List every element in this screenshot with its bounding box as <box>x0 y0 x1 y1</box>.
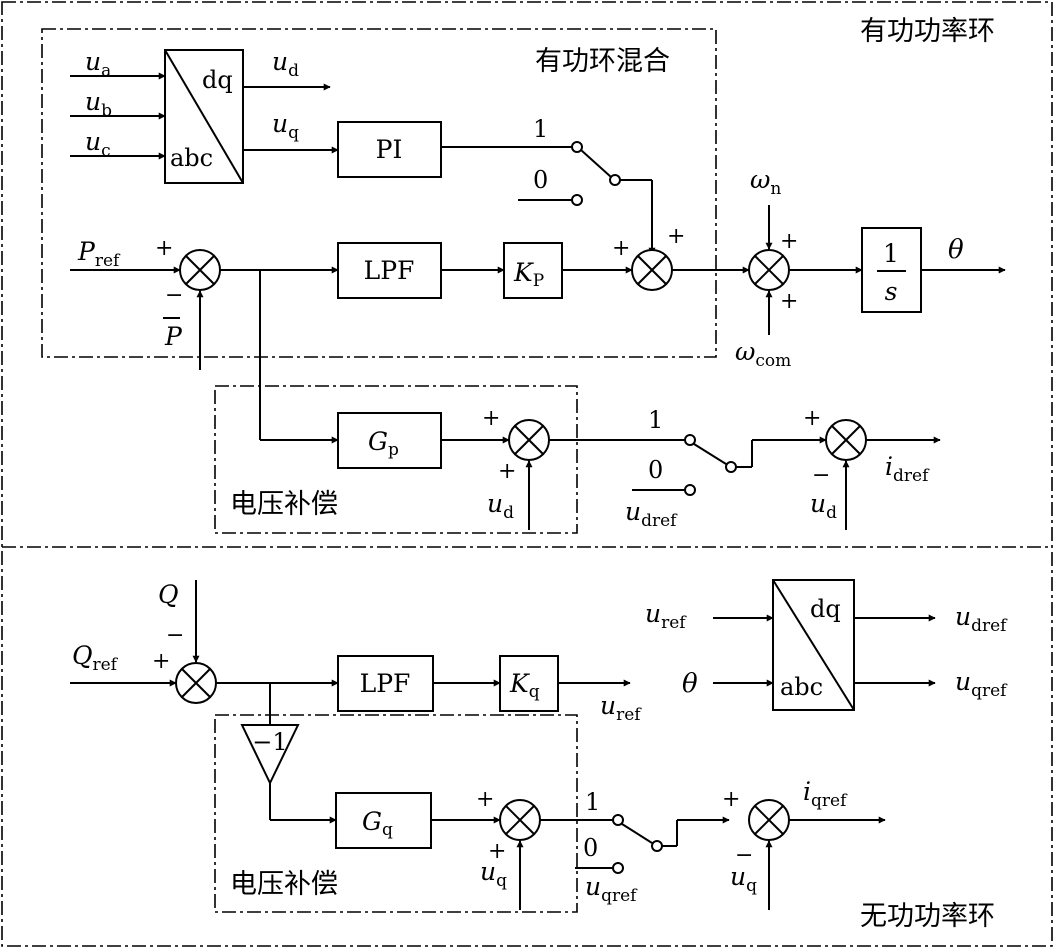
d-switch-0: 0 <box>648 456 663 484</box>
reactive-power-loop: Qref + Q − LPF Kq uref −1 <box>70 579 1008 910</box>
kq-label: Kq <box>509 669 540 702</box>
sum-junction-mix <box>631 249 673 291</box>
active-loop-label: 有功功率环 <box>860 16 995 47</box>
d-switch-1: 1 <box>648 406 663 434</box>
sum-junction-omega <box>748 249 790 291</box>
q-label: Q <box>158 580 179 609</box>
uref-in-label: uref <box>645 599 687 633</box>
pi-label: PI <box>376 135 403 164</box>
vcd-ud-label: ud <box>487 489 514 523</box>
id-minus: − <box>812 463 830 488</box>
vcd-plus-bottom: + <box>498 459 516 484</box>
uq-out-label: uq <box>272 109 299 143</box>
ud-out-label: ud <box>272 47 299 81</box>
mix-switch-0: 0 <box>533 166 548 194</box>
vcq-uq-label: uq <box>480 857 507 891</box>
q-switch: 1 0 uqref <box>575 788 730 906</box>
mix-switch: 1 0 <box>518 115 656 255</box>
vcd-plus-left: + <box>482 406 500 431</box>
pi-block: PI <box>337 121 442 178</box>
omega-n-label: ωn <box>750 165 781 199</box>
ub-label: ub <box>85 87 112 121</box>
omega-n-plus: + <box>780 229 798 254</box>
q-switch-1: 1 <box>585 788 600 816</box>
iq-minus: − <box>735 843 753 868</box>
p-label: P <box>164 322 183 351</box>
q-switch-0: 0 <box>583 834 598 862</box>
omega-com-plus: + <box>780 289 798 314</box>
lpf-block-1: LPF <box>337 242 442 299</box>
lpf-block-2: LPF <box>337 655 434 712</box>
omega-com-label: ωcom <box>735 337 791 371</box>
lpf1-label: LPF <box>364 256 415 285</box>
sum-junction-iq <box>748 799 790 841</box>
p-minus: − <box>165 283 183 308</box>
lpf2-label: LPF <box>360 669 411 698</box>
theta-in-label: θ <box>682 669 698 699</box>
udref-in-label: udref <box>625 497 678 531</box>
q-minus: − <box>166 623 184 648</box>
park-transform-block-1: dq abc <box>164 49 244 184</box>
uqref-in-label: uqref <box>585 872 638 906</box>
gq-label: Gq <box>362 807 393 840</box>
mix-switch-1: 1 <box>533 115 548 143</box>
reactive-loop-label: 无功功率环 <box>860 901 995 932</box>
negative-gain-triangle: −1 <box>240 724 300 786</box>
gp-label: Gp <box>368 427 399 460</box>
vcq-plus-left: + <box>476 787 494 812</box>
park2-dq-label: dq <box>810 595 841 623</box>
integrator-denominator: s <box>885 277 898 306</box>
qref-plus: + <box>152 649 170 674</box>
iqref-out-label: iqref <box>803 777 848 811</box>
park2-abc-label: abc <box>780 673 823 701</box>
kp-block: KP <box>503 242 563 299</box>
pref-label: Pref <box>77 237 121 271</box>
uref-out-label: uref <box>600 691 642 725</box>
neg-one-label: −1 <box>252 728 287 756</box>
iq-plus: + <box>722 787 740 812</box>
sum-junction-vcd <box>508 419 550 461</box>
kp-label: KP <box>513 258 544 291</box>
mix-plus-top: + <box>667 224 685 249</box>
kq-block: Kq <box>499 655 559 712</box>
udref-out-label: udref <box>955 602 1008 636</box>
park1-abc-label: abc <box>170 144 213 172</box>
theta-out-label: θ <box>948 235 964 265</box>
qref-label: Qref <box>72 641 119 675</box>
id-plus: + <box>803 406 821 431</box>
gq-block: Gq <box>335 792 432 849</box>
iq-uq-label: uq <box>730 862 757 896</box>
sum-junction-p <box>179 249 221 291</box>
park1-dq-label: dq <box>202 66 233 94</box>
region-labels: 有功功率环 有功环混合 无功功率环 电压补偿 电压补偿 <box>230 16 995 932</box>
voltage-comp-label-1: 电压补偿 <box>230 489 338 520</box>
uqref-out-label: uqref <box>955 667 1008 701</box>
gp-block: Gp <box>337 412 442 469</box>
uc-label: uc <box>85 127 111 161</box>
id-ud-label: ud <box>810 489 837 523</box>
park-transform-block-2: dq abc <box>772 579 855 711</box>
active-power-loop: dq abc ua ub uc ud uq PI 1 <box>70 47 1006 531</box>
active-mix-label: 有功环混合 <box>535 46 670 77</box>
pref-plus: + <box>155 236 173 261</box>
vcq-plus-bottom: + <box>488 839 506 864</box>
d-switch: 1 0 udref <box>625 406 827 531</box>
ua-label: ua <box>85 47 111 81</box>
idref-out-label: idref <box>885 452 930 486</box>
active-mix-frame <box>41 28 717 358</box>
voltage-comp-frame-1 <box>214 385 578 534</box>
sum-junction-vcq <box>499 799 541 841</box>
voltage-comp-label-2: 电压补偿 <box>230 869 338 900</box>
sum-junction-id <box>825 419 867 461</box>
sum-junction-q <box>175 662 217 704</box>
integrator-numerator: 1 <box>883 239 899 268</box>
mix-plus-left: + <box>612 236 630 261</box>
voltage-comp-frame-2 <box>214 714 578 913</box>
integrator-block: 1 s <box>861 227 922 313</box>
